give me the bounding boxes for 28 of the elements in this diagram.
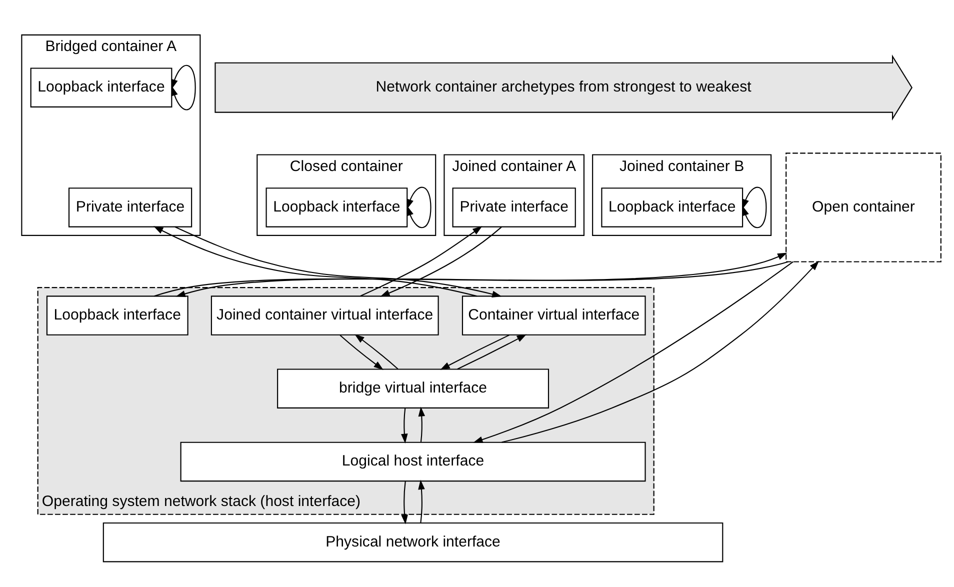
- arrow: [742, 186, 767, 228]
- arrow: [440, 334, 510, 370]
- node-box: Private interface: [452, 187, 576, 227]
- node-box: Logical host interface: [180, 441, 646, 482]
- arrow: [418, 406, 426, 442]
- arrow: [340, 334, 384, 370]
- arrow: [457, 334, 527, 370]
- arrow: [401, 480, 408, 524]
- arrow: [473, 260, 794, 442]
- arrow: [401, 408, 408, 443]
- arrow: [354, 334, 398, 369]
- node-box: Loopback interface: [266, 187, 408, 227]
- arrow: [418, 479, 425, 522]
- node-box: Loopback interface: [601, 187, 744, 227]
- arrow: [176, 260, 788, 297]
- node-box: Loopback interface: [46, 295, 188, 335]
- arrow: [171, 64, 196, 110]
- node-box: Joined container virtual interface: [210, 295, 439, 335]
- node-box: Open container: [786, 152, 942, 262]
- node-box: Loopback interface: [30, 67, 172, 107]
- arrow: [380, 226, 502, 296]
- node-box: bridge virtual interface: [277, 368, 550, 408]
- arrow: [407, 186, 432, 228]
- node-box: Private interface: [68, 187, 192, 227]
- node-box: Container virtual interface: [462, 295, 646, 335]
- node-box: Physical network interface: [102, 522, 724, 562]
- arrow: [502, 260, 820, 442]
- arrow: [360, 226, 482, 296]
